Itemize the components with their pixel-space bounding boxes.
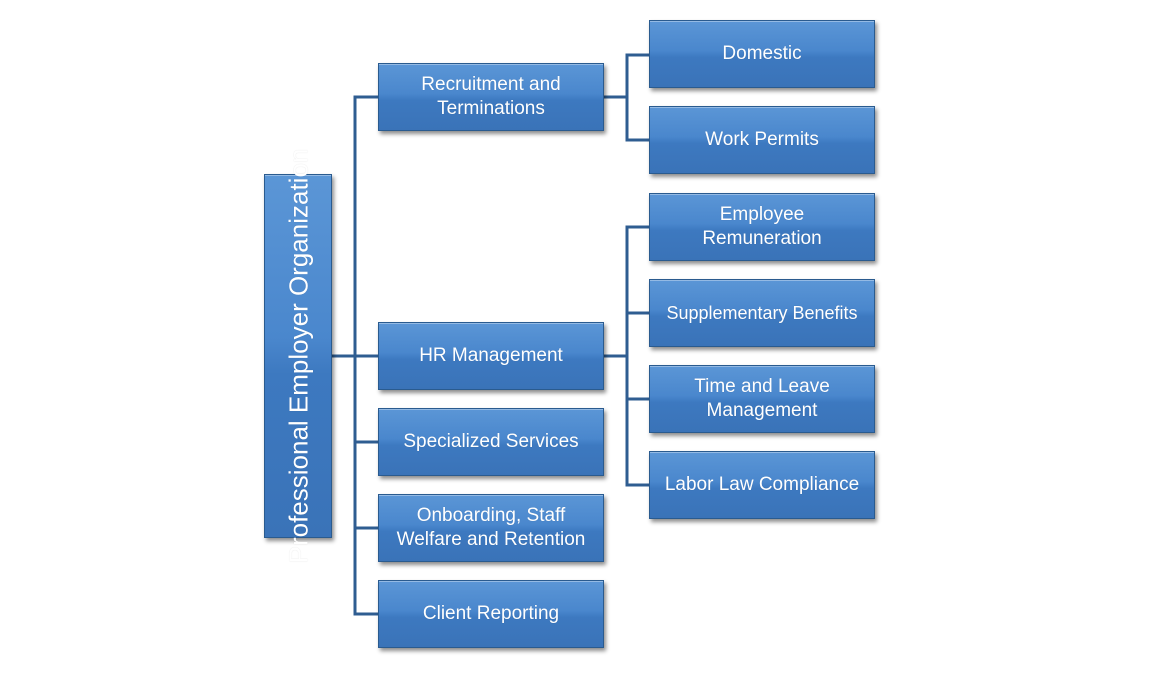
node-recruitment-and-terminations: Recruitment and Terminations (378, 63, 604, 131)
node-work-permits: Work Permits (649, 106, 875, 174)
node-specialized-services: Specialized Services (378, 408, 604, 476)
node-label: Client Reporting (422, 603, 560, 624)
node-label: Onboarding, Staff Welfare and Retention (396, 505, 586, 550)
node-client-reporting: Client Reporting (378, 580, 604, 648)
node-label: Specialized Services (403, 431, 579, 452)
node-hr-management: HR Management (378, 322, 604, 390)
node-onboarding-staff-welfare-retention: Onboarding, Staff Welfare and Retention (378, 494, 604, 562)
root-node-label: Professional Employer Organization (283, 148, 314, 564)
node-supplementary-benefits: Supplementary Benefits (649, 279, 875, 347)
node-label: Time and Leave Management (694, 376, 830, 421)
node-label: Work Permits (705, 129, 819, 150)
node-label: HR Management (419, 345, 563, 366)
node-time-and-leave-management: Time and Leave Management (649, 365, 875, 433)
node-label: Labor Law Compliance (664, 474, 860, 495)
node-label: Domestic (722, 43, 802, 64)
root-node: Professional Employer Organization (264, 149, 332, 563)
node-label: Supplementary Benefits (666, 303, 858, 323)
node-label: Recruitment and Terminations (421, 74, 561, 119)
node-domestic: Domestic (649, 20, 875, 88)
node-label: Employee Remuneration (702, 204, 822, 249)
node-employee-remuneration: Employee Remuneration (649, 193, 875, 261)
node-labor-law-compliance: Labor Law Compliance (649, 451, 875, 519)
